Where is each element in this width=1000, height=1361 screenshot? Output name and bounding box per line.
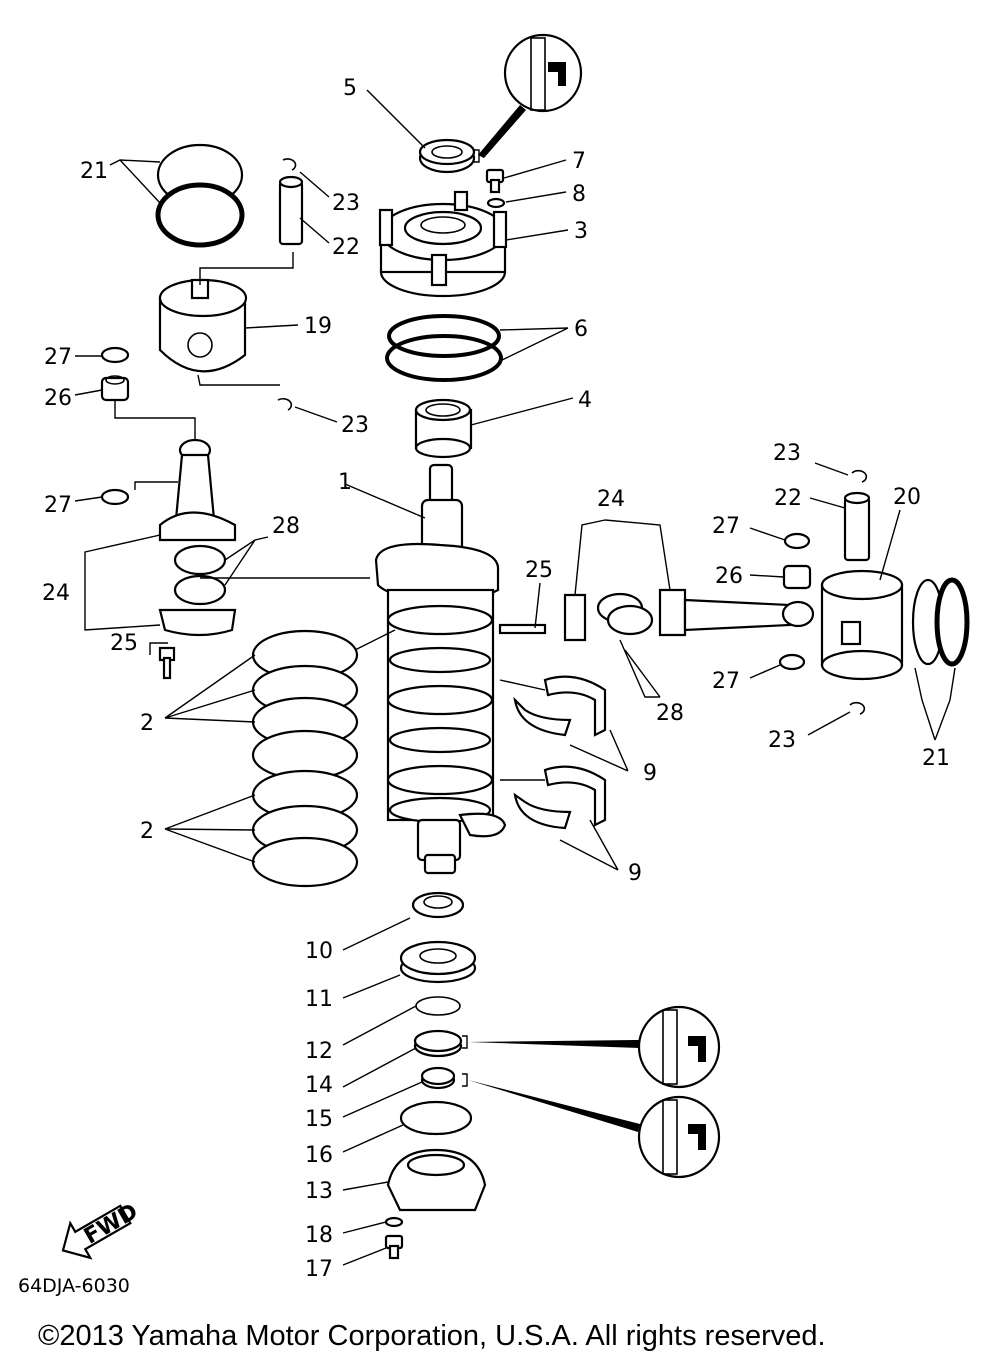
- crank-seal-rings: [251, 629, 359, 888]
- label-27c: 27: [712, 514, 740, 539]
- upper-needle-bearing: [414, 398, 473, 459]
- label-21b: 21: [922, 746, 950, 771]
- label-23b: 23: [341, 413, 369, 438]
- label-12: 12: [305, 1039, 333, 1064]
- upper-bearing-housing: [378, 190, 508, 298]
- label-1: 1: [338, 470, 352, 495]
- piston-19: [158, 278, 248, 373]
- needle-bearing-26a: [100, 375, 130, 402]
- seal-detail-14: [462, 1005, 721, 1089]
- fwd-label: FWD: [80, 1199, 142, 1249]
- o-ring-16: [399, 1100, 473, 1136]
- label-15: 15: [305, 1107, 333, 1132]
- connecting-rod-left: [158, 438, 237, 637]
- copyright-notice: ©2013 Yamaha Motor Corporation, U.S.A. A…: [38, 1320, 826, 1352]
- oil-seal-15: [420, 1066, 456, 1090]
- label-26a: 26: [44, 386, 72, 411]
- circlip-23a: [282, 158, 297, 171]
- washer-27b: [100, 488, 130, 506]
- seal-detail-top: [474, 33, 583, 163]
- oil-seal-14: [413, 1029, 463, 1058]
- lower-cover-13: [386, 1148, 487, 1212]
- piston-rings-left: [155, 143, 245, 248]
- label-26b: 26: [715, 564, 743, 589]
- rod-bolt-25a: [158, 646, 176, 680]
- label-18: 18: [305, 1223, 333, 1248]
- label-27d: 27: [712, 669, 740, 694]
- label-16: 16: [305, 1143, 333, 1168]
- piston-pin-22a: [278, 175, 304, 246]
- label-3: 3: [574, 219, 588, 244]
- piston-rings-right: [911, 577, 970, 667]
- connecting-rod-right: [498, 588, 815, 642]
- washer-8: [486, 197, 506, 209]
- label-23a: 23: [332, 191, 360, 216]
- label-23c: 23: [773, 441, 801, 466]
- circlip-23b: [277, 397, 293, 411]
- label-2b: 2: [140, 819, 154, 844]
- crankshaft: [374, 463, 507, 875]
- label-9a: 9: [643, 761, 657, 786]
- seal-detail-15: [462, 1073, 721, 1179]
- lower-bearing-11: [399, 940, 477, 984]
- label-21a: 21: [80, 159, 108, 184]
- label-25a: 25: [110, 631, 138, 656]
- label-20: 20: [893, 485, 921, 510]
- lower-seal-10: [411, 891, 465, 919]
- bolt-7: [485, 168, 505, 194]
- label-27a: 27: [44, 345, 72, 370]
- label-22b: 22: [774, 486, 802, 511]
- circlip-12: [415, 996, 461, 1016]
- circlip-23c: [851, 469, 868, 483]
- main-bearings: [513, 675, 607, 830]
- needle-bearing-26b: [782, 564, 812, 590]
- washer-27a: [100, 346, 130, 364]
- label-8: 8: [572, 182, 586, 207]
- washer-27d: [778, 653, 806, 671]
- label-5: 5: [343, 76, 357, 101]
- o-rings: [385, 314, 503, 382]
- label-2a: 2: [140, 711, 154, 736]
- label-23d: 23: [768, 728, 796, 753]
- piston-20: [820, 569, 904, 681]
- label-7: 7: [572, 149, 586, 174]
- label-24a: 24: [42, 581, 70, 606]
- oil-seal-top: [418, 138, 476, 174]
- washer-18: [384, 1216, 404, 1228]
- label-14: 14: [305, 1073, 333, 1098]
- circlip-23d: [849, 701, 866, 715]
- label-24b: 24: [597, 487, 625, 512]
- label-4: 4: [578, 388, 592, 413]
- label-10: 10: [305, 939, 333, 964]
- label-25b: 25: [525, 558, 553, 583]
- label-11: 11: [305, 987, 333, 1012]
- piston-pin-22b: [843, 491, 871, 562]
- diagram-code: 64DJA-6030: [18, 1275, 130, 1297]
- fwd-arrow-icon: FWD: [61, 1199, 142, 1260]
- bolt-17: [384, 1234, 404, 1260]
- leader-lines: [74, 89, 956, 1266]
- label-22a: 22: [332, 235, 360, 260]
- label-6: 6: [574, 317, 588, 342]
- label-28a: 28: [272, 514, 300, 539]
- label-19: 19: [304, 314, 332, 339]
- label-17: 17: [305, 1257, 333, 1282]
- callout-labels: 5 7 8 3 6 4 21 23 22 19 23 27 26 27 1 28…: [42, 76, 950, 1282]
- label-13: 13: [305, 1179, 333, 1204]
- label-28b: 28: [656, 701, 684, 726]
- label-9b: 9: [628, 861, 642, 886]
- washer-27c: [783, 532, 811, 550]
- label-27b: 27: [44, 493, 72, 518]
